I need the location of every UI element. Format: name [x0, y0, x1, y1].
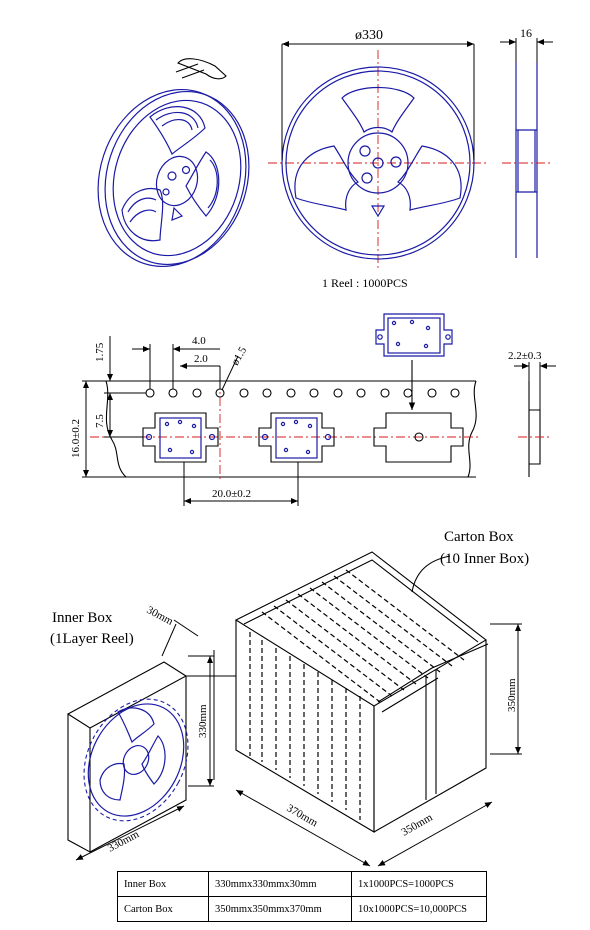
inner-box	[66, 619, 236, 861]
table-cell: Inner Box	[117, 871, 209, 897]
inner-title: Inner Box	[52, 610, 113, 626]
carton-length-label: 370mm	[285, 802, 320, 829]
table-cell: Carton Box	[117, 896, 209, 922]
reel-caption: 1 Reel : 1000PCS	[322, 276, 408, 290]
reel-diameter-label: ø330	[355, 28, 383, 43]
dim-2-2: 2.2±0.3	[508, 350, 542, 362]
dim-1-75: 1.75	[94, 342, 106, 362]
inner-thickness-label: 30mm	[145, 604, 176, 628]
carton-box	[213, 551, 522, 867]
table-cell: 1x1000PCS=1000PCS	[351, 871, 487, 897]
table-row: Inner Box 330mmx330mmx30mm 1x1000PCS=100…	[117, 871, 487, 897]
inner-height-label: 330mm	[197, 704, 209, 738]
carton-title: Carton Box	[444, 529, 514, 545]
reel-front-view	[268, 41, 488, 270]
table-cell: 350mmx350mmx370mm	[208, 896, 352, 922]
sprocket-holes	[145, 388, 460, 398]
inner-subtitle: (1Layer Reel)	[50, 631, 134, 647]
dim-20-0: 20.0±0.2	[212, 488, 251, 500]
carton-depth-label: 350mm	[400, 811, 435, 838]
inner-width-label: 330mm	[106, 828, 142, 855]
table-cell: 330mmx330mmx30mm	[208, 871, 352, 897]
table-row: Carton Box 350mmx350mmx370mm 10x1000PCS=…	[117, 896, 487, 922]
carrier-tape	[82, 313, 480, 506]
carton-height-label: 350mm	[506, 678, 518, 712]
dim-2-0: 2.0	[194, 353, 208, 365]
dim-4-0: 4.0	[192, 335, 206, 347]
reel-perspective	[97, 58, 250, 268]
dim-16-0: 16.0±0.2	[70, 419, 82, 458]
reel-width-label: 16	[520, 26, 532, 40]
carton-subtitle: (10 Inner Box)	[440, 551, 529, 567]
tape-side-view	[514, 362, 556, 477]
table-cell: 10x1000PCS=10,000PCS	[351, 896, 487, 922]
dim-7-5: 7.5	[94, 414, 106, 428]
dim-hole-dia: ø1.5	[229, 344, 249, 367]
spec-table: Inner Box 330mmx330mmx30mm 1x1000PCS=100…	[117, 871, 487, 922]
reel-side-view	[500, 38, 553, 258]
